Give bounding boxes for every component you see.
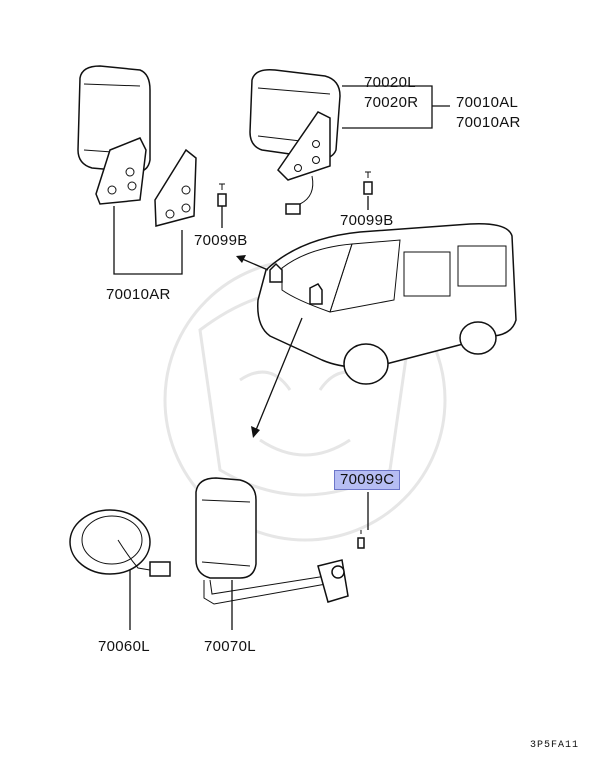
diagram-code: 3P5FA11 [530,740,580,751]
label-70099C-highlighted[interactable]: 70099C [334,470,401,490]
arrowhead-top-left [236,255,246,263]
bracket-top-right [342,85,450,129]
label-70060L[interactable]: 70060L [98,638,150,655]
label-70020R[interactable]: 70020R [364,94,419,111]
arrow-to-bottom [255,317,303,431]
mirror-right-top [249,68,373,215]
leader-70010AR-left [113,206,183,275]
label-70010AR-left[interactable]: 70010AR [106,286,171,303]
label-70099B-left[interactable]: 70099B [194,232,248,249]
arrow-to-top-left [239,257,269,271]
mirror-round [69,509,171,577]
vehicle-van [257,223,517,385]
mirror-left-top [77,65,227,227]
label-70099B-top[interactable]: 70099B [340,212,394,229]
label-70010AL[interactable]: 70010AL [456,94,519,111]
label-70020L[interactable]: 70020L [364,74,416,91]
mirror-main-bottom [195,477,365,605]
arrowhead-bottom [251,426,260,438]
label-70070L[interactable]: 70070L [204,638,256,655]
label-70010AR-top[interactable]: 70010AR [456,114,521,131]
